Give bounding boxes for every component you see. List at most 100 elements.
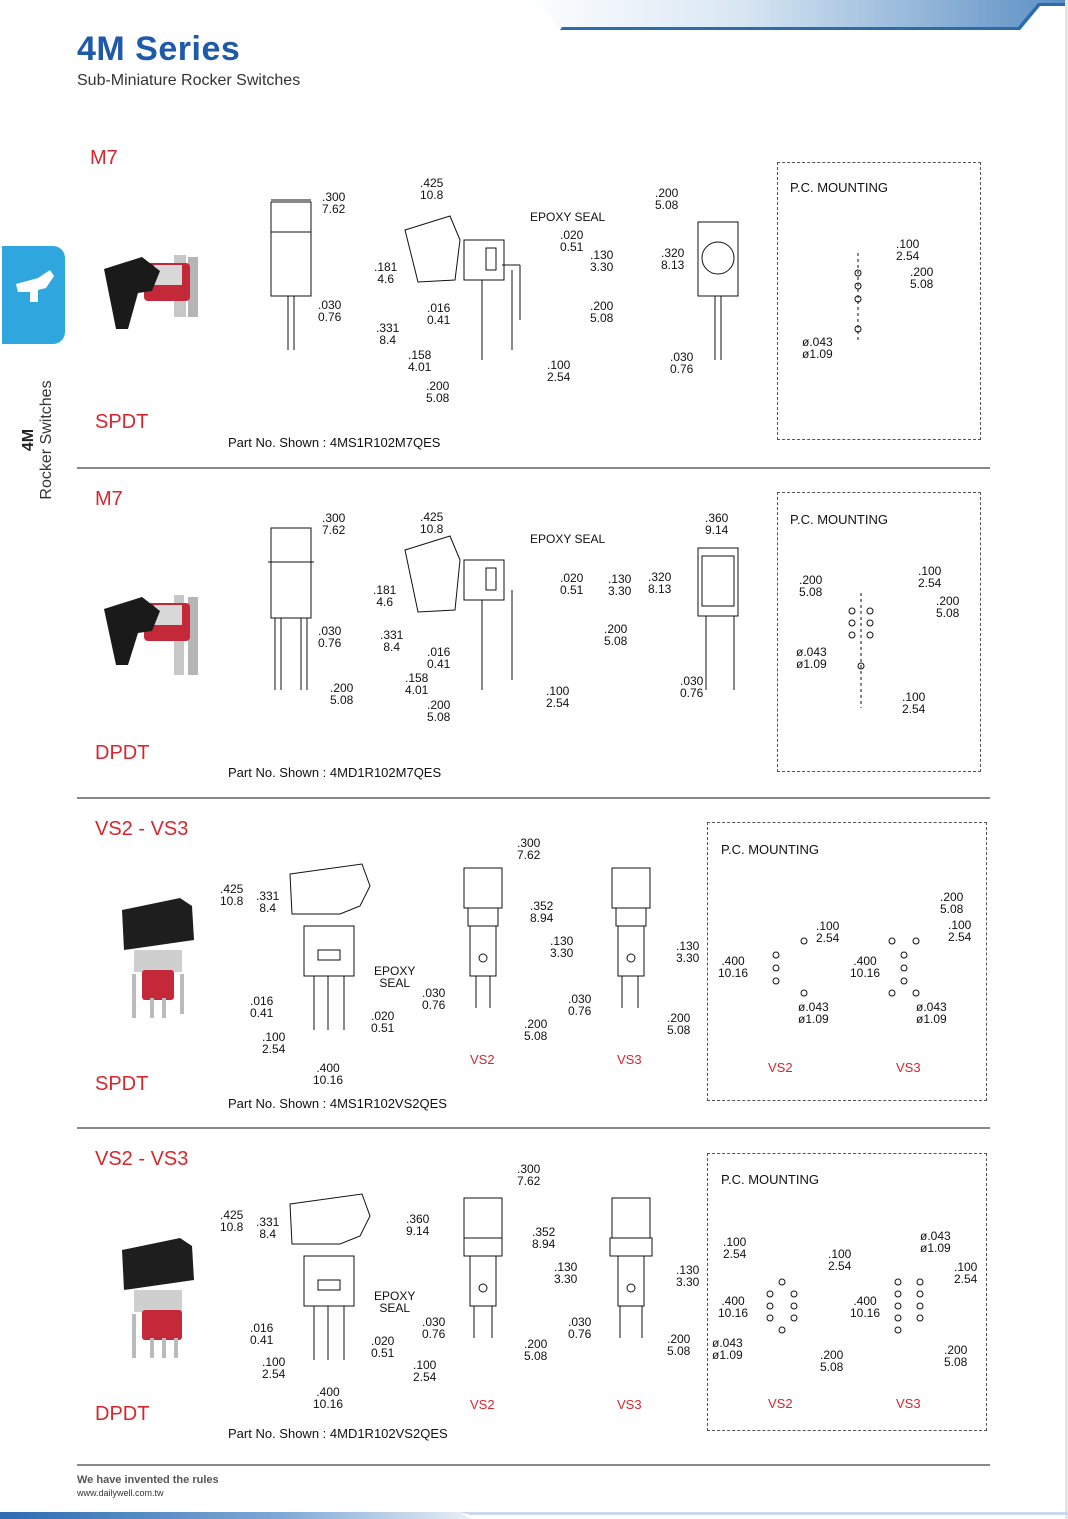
- side-label: 4M Rocker Switches: [20, 360, 60, 520]
- separator-1: [77, 467, 990, 469]
- section-2-part: Part No. Shown : 4MD1R102M7QES: [228, 765, 442, 780]
- footer-slogan: We have invented the rules: [77, 1474, 219, 1486]
- view-label-vs2: VS2: [470, 1052, 495, 1067]
- section-1-title: M7: [90, 147, 118, 169]
- top-banner: [0, 0, 1068, 30]
- section-3-type: SPDT: [95, 1073, 149, 1095]
- drawing-vs-dpdt: [289, 1193, 653, 1360]
- pc-title-4: P.C. MOUNTING: [721, 1172, 819, 1187]
- separator-3: [77, 1127, 990, 1129]
- pc-pattern-4: [766, 1278, 924, 1334]
- page-title: 4M Series: [77, 30, 241, 68]
- product-photo-vs-spdt: [122, 898, 194, 1018]
- footer-url[interactable]: www.dailywell.com.tw: [77, 1488, 164, 1498]
- pc-label-vs3-b: VS3: [896, 1396, 921, 1411]
- side-tab[interactable]: [2, 246, 65, 344]
- drawing-m7-dpdt: [268, 527, 739, 690]
- pc-title-2: P.C. MOUNTING: [790, 512, 888, 527]
- separator-4: [77, 1464, 990, 1466]
- section-2-type: DPDT: [95, 742, 150, 764]
- pc-pattern-2: [848, 593, 874, 708]
- section-3-part: Part No. Shown : 4MS1R102VS2QES: [228, 1096, 447, 1111]
- section-2-title: M7: [95, 488, 123, 510]
- drawing-vs-spdt: [289, 863, 651, 1030]
- rocker-switch-icon: [16, 270, 54, 302]
- product-photo-m7-spdt: [104, 255, 198, 329]
- section-4-title: VS2 - VS3: [95, 1148, 189, 1170]
- page-edge: [1065, 0, 1068, 1519]
- view-label-vs2-b: VS2: [470, 1397, 495, 1412]
- view-label-vs3: VS3: [617, 1052, 642, 1067]
- side-code: 4M: [20, 428, 37, 452]
- section-1-part: Part No. Shown : 4MS1R102M7QES: [228, 435, 441, 450]
- section-4-type: DPDT: [95, 1403, 150, 1425]
- section-4-part: Part No. Shown : 4MD1R102VS2QES: [228, 1426, 448, 1441]
- page-subtitle: Sub-Miniature Rocker Switches: [77, 72, 301, 89]
- product-photo-m7-dpdt: [104, 595, 198, 675]
- side-text: Rocker Switches: [38, 380, 55, 500]
- pc-label-vs3-a: VS3: [896, 1060, 921, 1075]
